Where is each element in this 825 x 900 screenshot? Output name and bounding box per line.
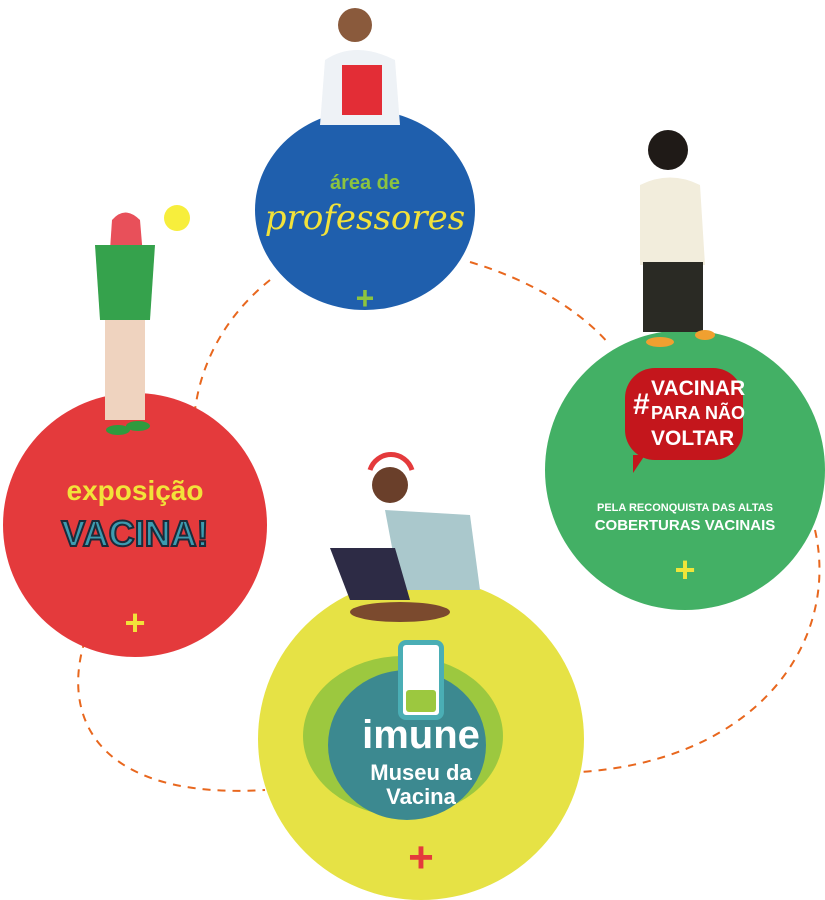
vacinar-line2: PARA NÃO — [651, 403, 745, 423]
plus-icon: + — [408, 833, 434, 882]
imune-line2: Vacina — [386, 784, 456, 809]
exposicao-card[interactable]: exposição VACINA! + — [3, 393, 267, 657]
exposicao-line1: exposição — [66, 475, 204, 506]
vacinar-sub1: PELA RECONQUISTA DAS ALTAS — [597, 502, 773, 514]
vaccine-bottle-icon — [398, 640, 444, 720]
imune-card[interactable]: imune Museu da Vacina + — [258, 578, 584, 900]
exposicao-line2: VACINA! — [60, 512, 209, 555]
professores-card[interactable]: área de professores + — [255, 110, 475, 314]
vacinar-line3: VOLTAR — [651, 427, 735, 450]
vacinar-card[interactable]: # VACINAR PARA NÃO VOLTAR PELA RECONQUIS… — [545, 330, 825, 610]
hash-symbol: # — [633, 388, 650, 421]
plus-icon: + — [124, 602, 146, 643]
imune-logo-text: imune — [362, 713, 480, 757]
plus-icon: + — [674, 549, 696, 590]
plus-icon: + — [355, 280, 375, 316]
professores-line1: área de — [329, 172, 401, 194]
professores-line2: professores — [264, 198, 466, 238]
imune-line1: Museu da — [370, 760, 472, 785]
bubble-tail — [633, 455, 645, 473]
vacinar-sub2: COBERTURAS VACINAIS — [594, 517, 776, 534]
vacinar-line1: VACINAR — [651, 377, 746, 400]
speech-bubble: # VACINAR PARA NÃO VOLTAR — [625, 368, 746, 460]
